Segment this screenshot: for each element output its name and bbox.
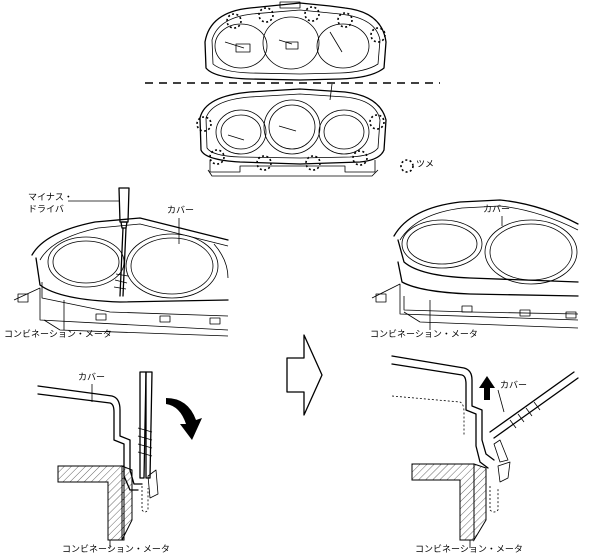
meter-label-bottom-right: コンビネーション・メータ	[415, 545, 523, 555]
dotted-circle-icon	[400, 159, 414, 173]
meter-cover-removed-illustration	[371, 199, 579, 329]
section-view-lifted	[391, 355, 579, 542]
cover-label-bottom-left: カバー	[78, 373, 106, 383]
cover-leader-line-section-right	[497, 389, 505, 413]
claw-marker-group-front	[226, 6, 386, 43]
cover-label-top-left: カバー	[167, 206, 195, 216]
cover-label-top-right: カバー	[483, 205, 511, 215]
driver-label-line1: マイナス・	[28, 193, 73, 203]
claw-marker-group-rear	[196, 114, 385, 171]
cover-label-bottom-right: カバー	[500, 381, 528, 391]
meter-cover-front-view	[204, 1, 387, 81]
driver-label-line2: ドライバ	[28, 205, 64, 215]
meter-label-top-right: コンビネーション・メータ	[370, 330, 478, 340]
section-view-prying	[37, 371, 159, 541]
screwdriver	[113, 187, 130, 297]
right-arrow-icon	[286, 334, 323, 416]
meter-label-top-left: コンビネーション・メータ	[4, 330, 112, 340]
up-arrow-icon	[479, 376, 495, 400]
curved-arrow-icon	[166, 398, 202, 440]
meter-label-bottom-left: コンビネーション・メータ	[62, 545, 170, 555]
meter-body-rear-view	[199, 83, 387, 177]
claw-legend-label: ツメ	[416, 160, 435, 170]
meter-with-driver-illustration	[13, 217, 229, 337]
